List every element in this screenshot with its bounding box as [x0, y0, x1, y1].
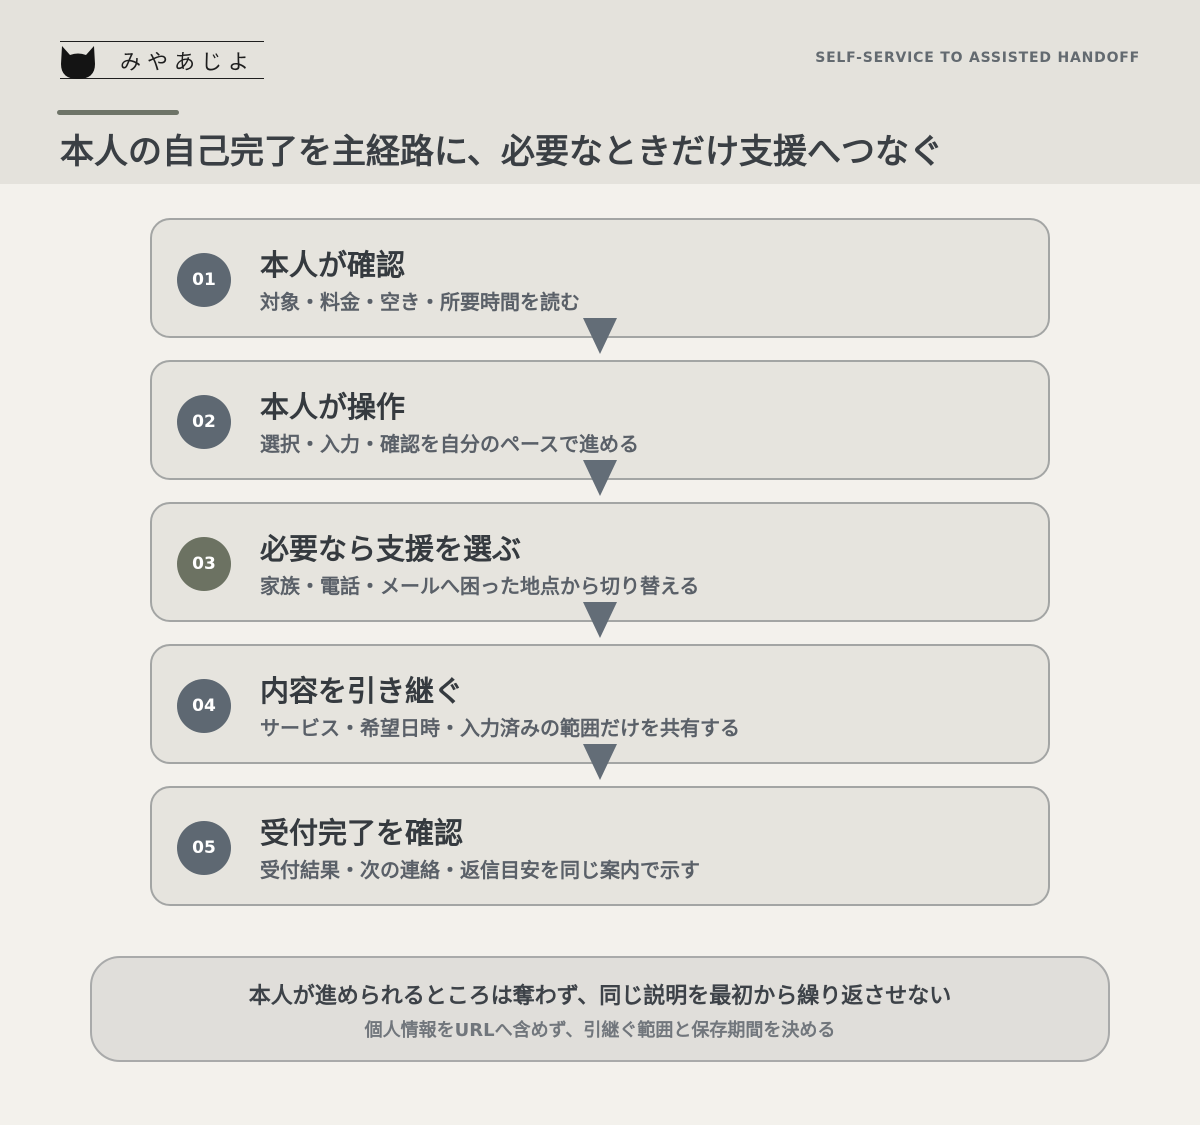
- step-number-badge: 03: [177, 537, 231, 591]
- principle-note: 本人が進められるところは奪わず、同じ説明を最初から繰り返させない 個人情報をUR…: [90, 956, 1110, 1062]
- step-number-badge: 05: [177, 821, 231, 875]
- step-title: 本人が操作: [260, 390, 406, 424]
- step-title: 必要なら支援を選ぶ: [260, 532, 522, 566]
- down-arrow-icon: [583, 318, 617, 354]
- header: みやあじよ SELF-SERVICE TO ASSISTED HANDOFF 本…: [0, 0, 1200, 184]
- cat-icon: [61, 46, 95, 79]
- step-number-badge: 04: [177, 679, 231, 733]
- step-title: 本人が確認: [260, 248, 406, 282]
- step-description: 選択・入力・確認を自分のペースで進める: [260, 432, 639, 456]
- step-card-4: 04 内容を引き継ぐ サービス・希望日時・入力済みの範囲だけを共有する: [150, 644, 1050, 764]
- note-main-text: 本人が進められるところは奪わず、同じ説明を最初から繰り返させない: [248, 984, 952, 1009]
- step-description: サービス・希望日時・入力済みの範囲だけを共有する: [260, 716, 740, 740]
- step-number-badge: 01: [177, 253, 231, 307]
- down-arrow-icon: [583, 602, 617, 638]
- down-arrow-icon: [583, 460, 617, 496]
- step-number-badge: 02: [177, 395, 231, 449]
- brand-name: みやあじよ: [120, 50, 255, 74]
- page-title: 本人の自己完了を主経路に、必要なときだけ支援へつなぐ: [60, 132, 943, 172]
- step-title: 受付完了を確認: [260, 816, 464, 850]
- step-description: 対象・料金・空き・所要時間を読む: [260, 290, 580, 314]
- title-accent-bar: [57, 110, 179, 115]
- step-description: 家族・電話・メールへ困った地点から切り替える: [260, 574, 700, 598]
- tagline: SELF-SERVICE TO ASSISTED HANDOFF: [815, 50, 1140, 66]
- brand-logo: みやあじよ: [60, 41, 264, 79]
- step-description: 受付結果・次の連絡・返信目安を同じ案内で示す: [260, 858, 700, 882]
- step-card-5: 05 受付完了を確認 受付結果・次の連絡・返信目安を同じ案内で示す: [150, 786, 1050, 906]
- note-sub-text: 個人情報をURLへ含めず、引継ぐ範囲と保存期間を決める: [364, 1020, 836, 1041]
- down-arrow-icon: [583, 744, 617, 780]
- step-title: 内容を引き継ぐ: [260, 674, 464, 708]
